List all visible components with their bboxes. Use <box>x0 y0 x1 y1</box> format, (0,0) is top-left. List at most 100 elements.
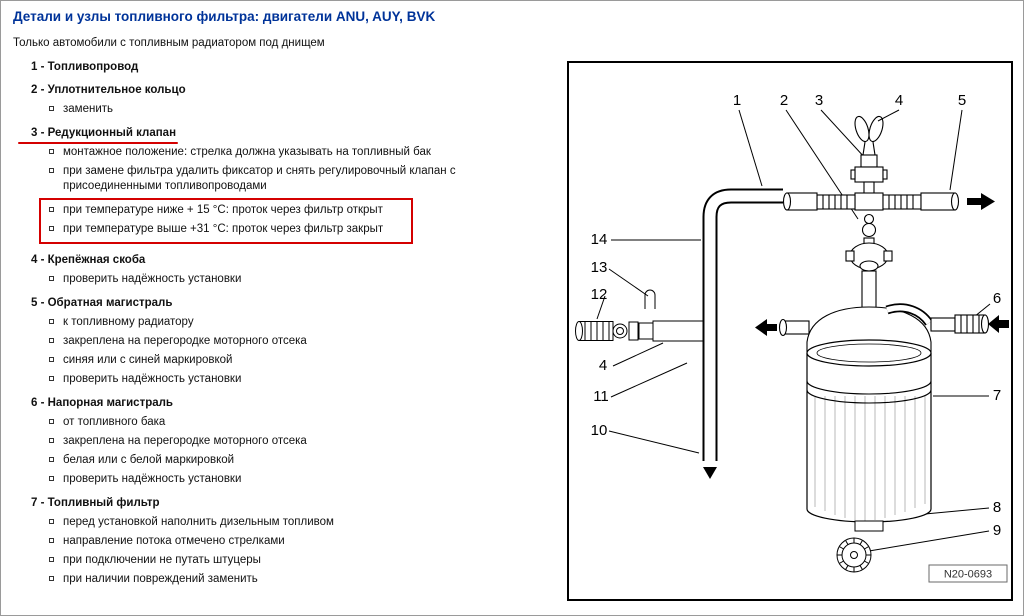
note-text: от топливного бака <box>63 416 166 428</box>
drawing-number-box: N20-0693 <box>928 564 1008 583</box>
callout-4-top: 4 <box>895 92 903 109</box>
bullet-square-icon <box>49 438 54 443</box>
part-item-1: 1 - Топливопровод <box>31 60 559 74</box>
part-header: 4 - Крепёжная скоба <box>31 254 146 266</box>
arrow-right-icon <box>967 193 995 210</box>
note-item: при подключении не путать штуцеры <box>49 553 559 568</box>
callout-10: 10 <box>591 422 608 439</box>
bullet-square-icon <box>49 376 54 381</box>
arrow-left-icon <box>988 315 1009 333</box>
note-item: проверить надёжность установки <box>49 272 559 287</box>
bullet-square-icon <box>49 457 54 462</box>
note-text: закреплена на перегородке моторного отсе… <box>63 435 307 447</box>
bullet-square-icon <box>49 576 54 581</box>
note-text: монтажное положение: стрелка должна указ… <box>63 146 431 158</box>
part-item-6: 6 - Напорная магистраль от топливного ба… <box>31 396 559 487</box>
bullet-square-icon <box>49 357 54 362</box>
callout-11: 11 <box>593 388 609 405</box>
part-item-2: 2 - Уплотнительное кольцо заменить <box>31 83 559 117</box>
note-text: синяя или с синей маркировкой <box>63 354 233 366</box>
note-item: при наличии повреждений заменить <box>49 572 559 587</box>
drawing-number: N20-0693 <box>944 569 992 581</box>
part-item-5: 5 - Обратная магистраль к топливному рад… <box>31 296 559 387</box>
callout-6: 6 <box>993 290 1001 307</box>
note-item: закреплена на перегородке моторного отсе… <box>49 434 559 449</box>
callout-1: 1 <box>733 92 741 109</box>
diagram-panel: 1 2 3 4 5 6 7 8 9 14 13 12 4 11 10 N20-0… <box>567 61 1013 601</box>
callout-12: 12 <box>591 286 608 303</box>
callout-2: 2 <box>780 92 788 109</box>
note-text: проверить надёжность установки <box>63 273 242 285</box>
note-item: при температуре ниже + 15 °C: проток чер… <box>49 203 409 218</box>
bullet-square-icon <box>49 207 54 212</box>
page-subtitle: Только автомобили с топливным радиатором… <box>13 37 325 49</box>
bullet-square-icon <box>49 168 54 173</box>
retaining-clip-icon <box>854 115 870 143</box>
leader-lines <box>596 109 991 552</box>
note-item: монтажное положение: стрелка должна указ… <box>49 145 559 160</box>
note-text: проверить надёжность установки <box>63 373 242 385</box>
note-text: при температуре выше +31 °C: проток чере… <box>63 223 384 235</box>
note-text: при наличии повреждений заменить <box>63 573 258 585</box>
callout-9: 9 <box>993 522 1001 539</box>
part-header: 5 - Обратная магистраль <box>31 297 173 309</box>
note-text: направление потока отмечено стрелками <box>63 535 285 547</box>
note-item: от топливного бака <box>49 415 559 430</box>
part-item-7: 7 - Топливный фильтр перед установкой на… <box>31 496 559 587</box>
part-item-3: 3 - Редукционный клапан монтажное положе… <box>17 126 559 244</box>
note-text: заменить <box>63 103 114 115</box>
bullet-square-icon <box>49 476 54 481</box>
callout-5: 5 <box>958 92 966 109</box>
gear-teeth-icon <box>837 538 871 572</box>
note-item: при температуре выше +31 °C: проток чере… <box>49 222 409 237</box>
bullet-square-icon <box>49 226 54 231</box>
bullet-square-icon <box>49 106 54 111</box>
note-item: перед установкой наполнить дизельным топ… <box>49 515 559 530</box>
arrow-left-icon <box>755 319 777 336</box>
note-text: проверить надёжность установки <box>63 473 242 485</box>
bullet-square-icon <box>49 538 54 543</box>
note-text: при подключении не путать штуцеры <box>63 554 261 566</box>
note-text: к топливному радиатору <box>63 316 194 328</box>
note-item: закреплена на перегородке моторного отсе… <box>49 334 559 349</box>
callout-8: 8 <box>993 499 1001 516</box>
valve-assembly <box>782 115 960 310</box>
arrow-down-icon <box>703 467 717 479</box>
fuel-filter-diagram: 1 2 3 4 5 6 7 8 9 14 13 12 4 11 10 N20-0… <box>575 92 1009 583</box>
note-item: при замене фильтра удалить фиксатор и сн… <box>49 164 559 194</box>
note-item: заменить <box>49 102 559 117</box>
callout-7: 7 <box>993 387 1001 404</box>
flow-arrows <box>703 193 1009 479</box>
note-text: при замене фильтра удалить фиксатор и сн… <box>63 165 456 192</box>
callout-13: 13 <box>591 259 608 276</box>
callout-4-left: 4 <box>599 357 607 374</box>
part-header: 2 - Уплотнительное кольцо <box>31 84 186 96</box>
part-header: 6 - Напорная магистраль <box>31 397 173 409</box>
part-item-4: 4 - Крепёжная скоба проверить надёжность… <box>31 253 559 287</box>
bullet-square-icon <box>49 519 54 524</box>
callout-3: 3 <box>815 92 823 109</box>
callout-numbers: 1 2 3 4 5 6 7 8 9 14 13 12 4 11 10 <box>591 92 1002 539</box>
note-item: белая или с белой маркировкой <box>49 453 559 468</box>
note-item: проверить надёжность установки <box>49 372 559 387</box>
drain-plug <box>836 520 884 573</box>
parts-list: 1 - Топливопровод 2 - Уплотнительное кол… <box>17 60 559 587</box>
red-highlight-box: при температуре ниже + 15 °C: проток чер… <box>39 198 413 244</box>
note-text: закреплена на перегородке моторного отсе… <box>63 335 307 347</box>
bullet-square-icon <box>49 338 54 343</box>
part-header: 1 - Топливопровод <box>31 61 139 73</box>
bullet-square-icon <box>49 557 54 562</box>
note-item: синяя или с синей маркировкой <box>49 353 559 368</box>
note-text: белая или с белой маркировкой <box>63 454 235 466</box>
part-header-highlighted: 3 - Редукционный клапан <box>17 127 179 144</box>
note-text: перед установкой наполнить дизельным топ… <box>63 516 334 528</box>
note-item: проверить надёжность установки <box>49 472 559 487</box>
bullet-square-icon <box>49 149 54 154</box>
callout-14: 14 <box>591 231 608 248</box>
bullet-square-icon <box>49 419 54 424</box>
part-header: 7 - Топливный фильтр <box>31 497 160 509</box>
note-text: при температуре ниже + 15 °C: проток чер… <box>63 204 383 216</box>
note-item: к топливному радиатору <box>49 315 559 330</box>
bullet-square-icon <box>49 276 54 281</box>
